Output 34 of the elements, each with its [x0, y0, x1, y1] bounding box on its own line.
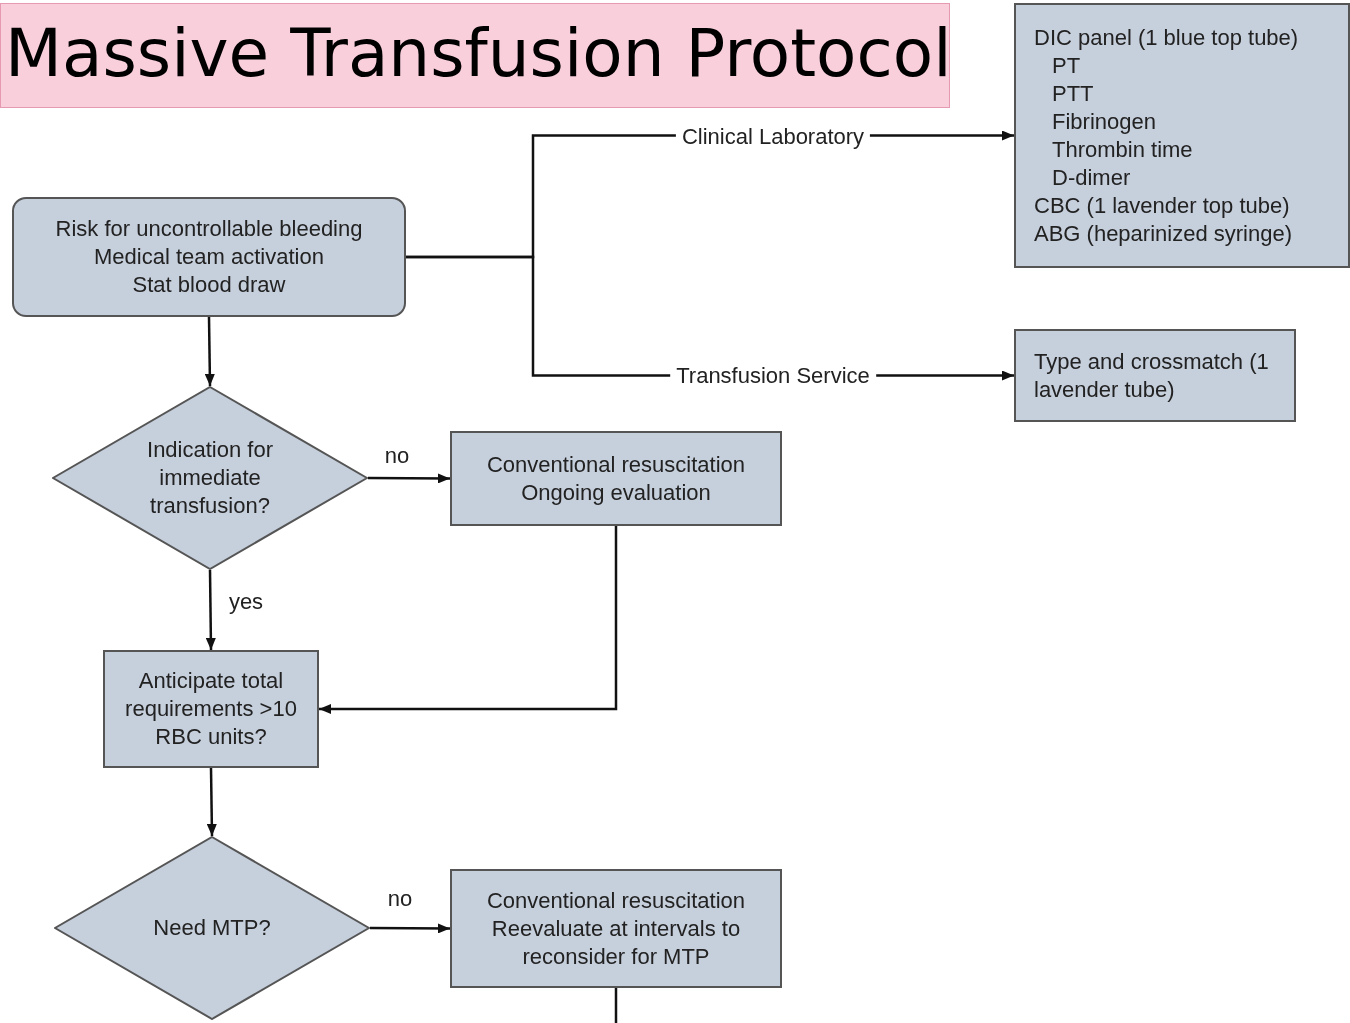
node-text: CBC (1 lavender top tube) — [1034, 191, 1291, 220]
decision-diamond — [54, 836, 370, 1020]
node-text: Fibrinogen — [1051, 107, 1157, 136]
node-text: PT — [1051, 51, 1082, 80]
arrow — [370, 923, 450, 934]
title: Massive Transfusion Protocol — [5, 16, 952, 92]
node-text: D-dimer — [1051, 163, 1132, 192]
node-text: Anticipate total requirements >10 RBC units? — [124, 667, 298, 751]
node-text: Conventional resuscitation — [485, 886, 746, 915]
decision-diamond — [52, 386, 368, 570]
node-text: Stat blood draw — [131, 271, 287, 299]
node-text: Reevaluate at intervals to reconsider for MTP — [490, 914, 742, 971]
node-text: PTT — [1051, 79, 1095, 108]
process-box — [1014, 329, 1296, 422]
node-text: Type and crossmatch (1 lavender tube) — [1034, 347, 1270, 404]
process-box — [450, 869, 782, 988]
node-text: Need MTP? — [152, 914, 272, 942]
arrow — [204, 317, 215, 386]
node-text: ABG (heparinized syringe) — [1034, 219, 1293, 248]
node-text: Conventional resuscitation — [485, 450, 746, 479]
arrow — [368, 473, 450, 484]
arrow — [205, 570, 216, 650]
process-box — [1014, 3, 1350, 268]
arrow — [206, 768, 217, 836]
arrow — [319, 526, 618, 714]
node-text: Indication for immediate transfusion? — [146, 436, 274, 520]
node-text: Risk for uncontrollable bleeding — [54, 215, 364, 243]
node-text: Thrombin time — [1051, 135, 1194, 164]
node-text: DIC panel (1 blue top tube) — [1034, 23, 1300, 52]
node-text: Medical team activation — [93, 243, 325, 271]
process-box — [450, 431, 782, 526]
node-text: Ongoing evaluation — [520, 478, 712, 507]
process-box — [103, 650, 319, 768]
process-box — [12, 197, 406, 317]
